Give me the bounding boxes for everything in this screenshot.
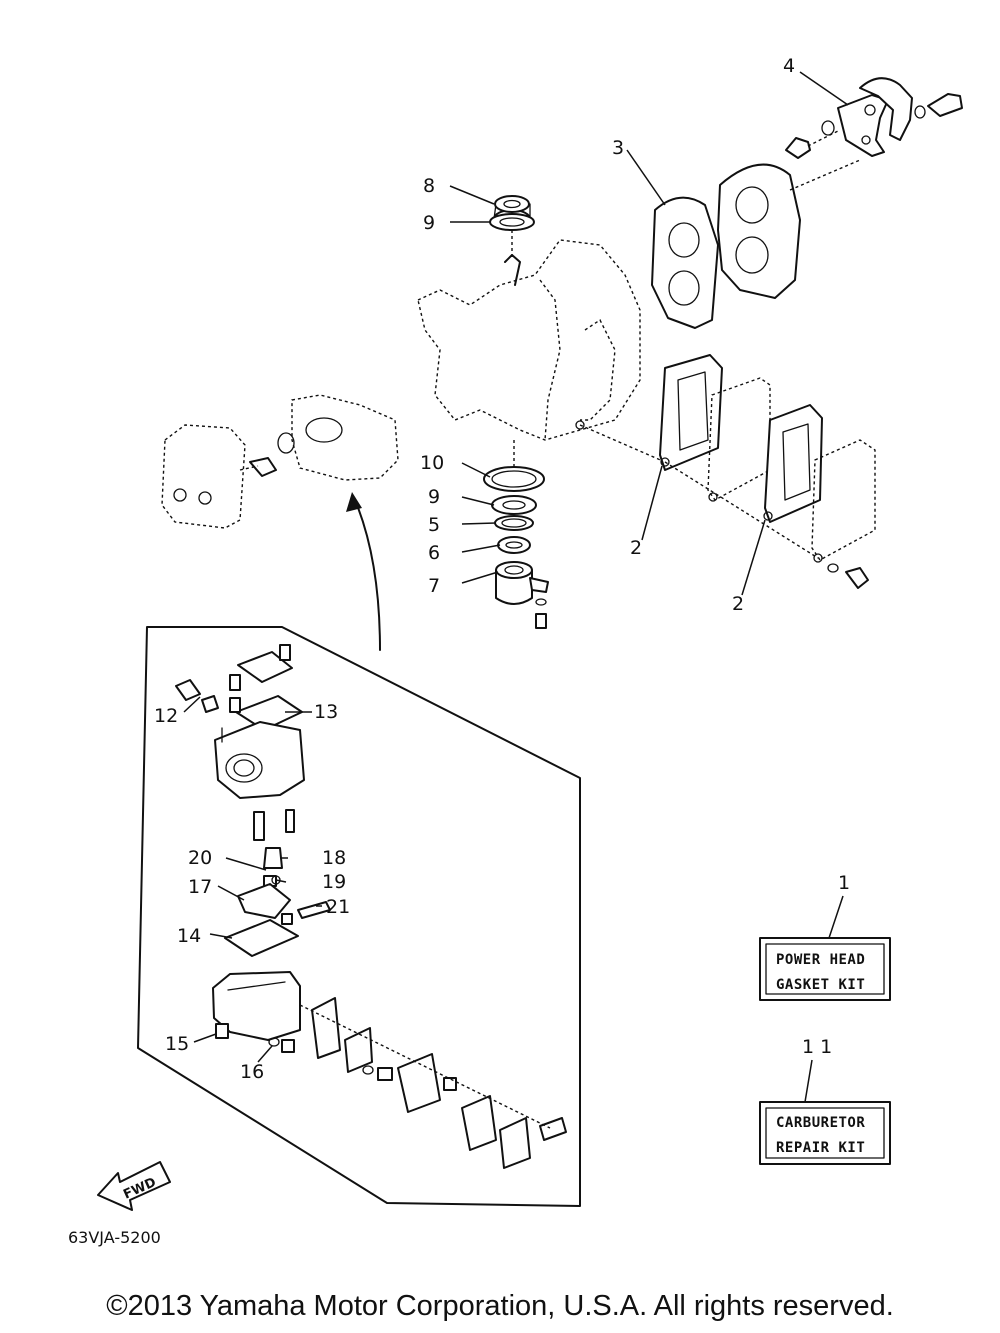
copyright-notice: ©2013 Yamaha Motor Corporation, U.S.A. A…: [106, 1290, 894, 1322]
carburetor-assembled: [161, 394, 399, 529]
callout-1: 1: [838, 872, 850, 894]
callout-20: 20: [188, 847, 212, 869]
diagram-code: 63VJA-5200: [68, 1228, 161, 1247]
carburetor-kit-panel: [137, 626, 581, 1207]
oil-seal-top: [449, 185, 535, 260]
cylinder-block: [417, 239, 666, 463]
callout-13: 13: [314, 701, 338, 723]
assembly-arrow: [346, 492, 381, 651]
callout-2-right: 2: [732, 593, 744, 615]
carburetor-kit-line1: CARBURETOR: [776, 1115, 865, 1131]
callout-5: 5: [428, 514, 440, 536]
callout-6: 6: [428, 542, 440, 564]
callout-9-lower: 9: [428, 486, 440, 508]
callout-8: 8: [423, 175, 435, 197]
callout-16: 16: [240, 1061, 264, 1083]
callout-12: 12: [154, 705, 178, 727]
lower-seal-stack: [461, 440, 549, 629]
callout-7: 7: [428, 575, 440, 597]
callout-11: 1 1: [802, 1036, 832, 1058]
callout-17: 17: [188, 876, 212, 898]
callout-18: 18: [322, 847, 346, 869]
callout-2-left: 2: [630, 537, 642, 559]
power-head-kit-label: POWER HEAD GASKET KIT: [759, 895, 891, 1001]
callout-numbers: 4 3 8 9 10 9 5 6 7 2 2 12 13 20 18 17 19…: [154, 55, 850, 1083]
carburetor-exploded-parts: [175, 644, 567, 1169]
callout-19: 19: [322, 871, 346, 893]
callout-4: 4: [783, 55, 795, 77]
callout-3: 3: [612, 137, 624, 159]
exhaust-plate-group: [641, 354, 876, 596]
exhaust-cover-group: [626, 149, 861, 329]
callout-10: 10: [420, 452, 444, 474]
power-head-kit-line2: GASKET KIT: [776, 977, 865, 993]
power-head-kit-line1: POWER HEAD: [776, 952, 865, 968]
thermostat-cover-group: [785, 71, 963, 159]
carburetor-kit-line2: REPAIR KIT: [776, 1140, 865, 1156]
callout-21: 21: [326, 896, 350, 918]
callout-9-top: 9: [423, 212, 435, 234]
carburetor-kit-label: CARBURETOR REPAIR KIT: [759, 1059, 891, 1165]
fwd-arrow: FWD: [97, 1161, 171, 1211]
callout-14: 14: [177, 925, 201, 947]
callout-15: 15: [165, 1033, 189, 1055]
